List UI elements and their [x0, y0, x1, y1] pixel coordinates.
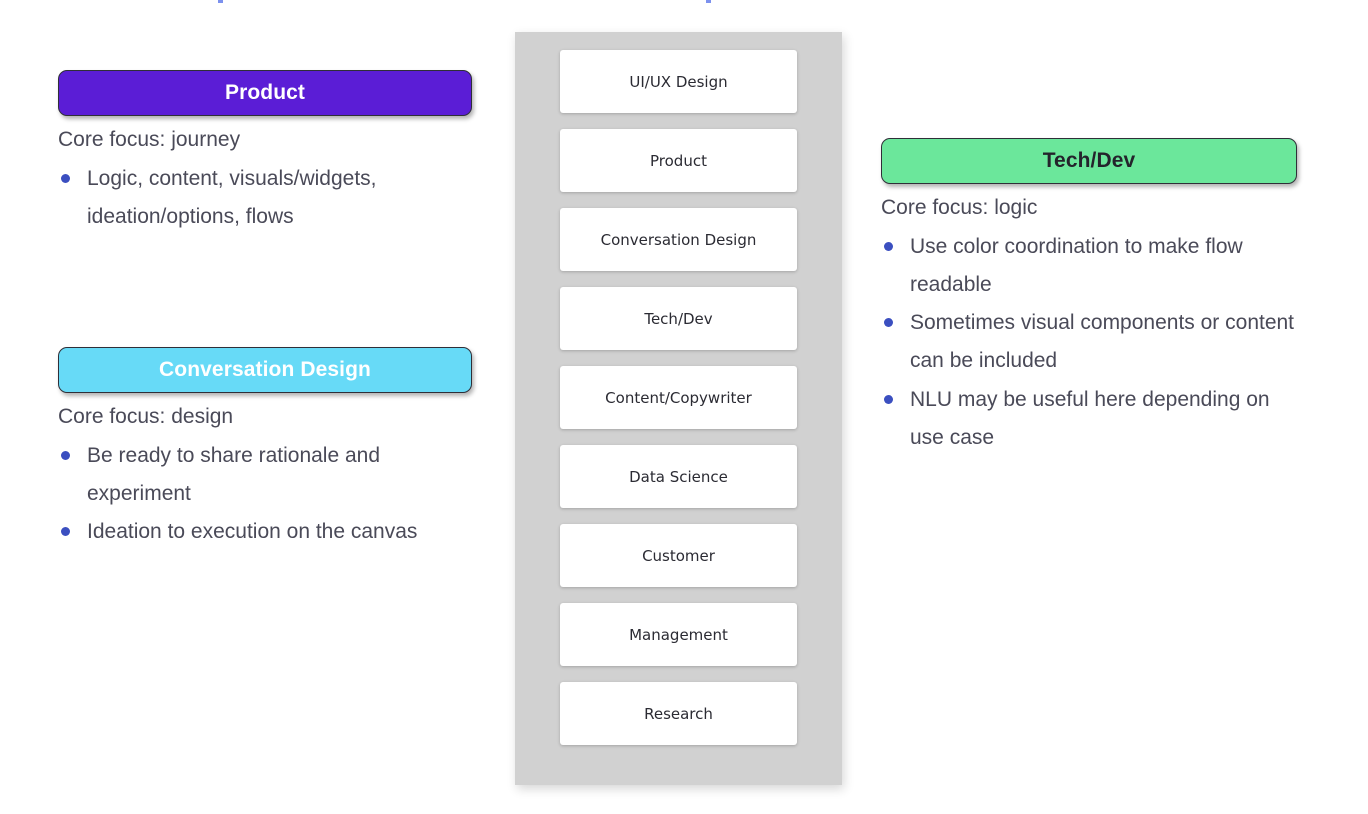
role-card-label: Management: [629, 625, 728, 644]
role-card-customer[interactable]: Customer: [560, 524, 797, 587]
role-card-label: UI/UX Design: [629, 72, 728, 91]
bullet-dot-icon: [61, 450, 70, 460]
bullet-dot-icon: [884, 318, 893, 328]
panel-product-title[interactable]: Product: [58, 70, 472, 116]
panel-tech-dev-title[interactable]: Tech/Dev: [881, 138, 1297, 184]
role-card-label: Customer: [642, 546, 715, 565]
panel-conversation-design: Conversation Design Core focus: design B…: [58, 347, 472, 551]
remnant-mark-left: [218, 0, 223, 3]
list-item-label: Ideation to execution on the canvas: [87, 520, 418, 544]
panel-tech-dev-bullet-list: Use color coordination to make flow read…: [881, 228, 1297, 457]
panel-product-bullet-list: Logic, content, visuals/widgets, ideatio…: [58, 160, 472, 236]
role-card-label: Tech/Dev: [644, 309, 713, 328]
panel-conversation-design-core-focus: Core focus: design: [58, 405, 234, 428]
list-item-label: Logic, content, visuals/widgets, ideatio…: [87, 166, 377, 228]
role-card-label: Data Science: [629, 467, 728, 486]
list-item: Be ready to share rationale and experime…: [58, 437, 472, 513]
role-card-ui-ux-design[interactable]: UI/UX Design: [560, 50, 797, 113]
role-card-content-copywriter[interactable]: Content/Copywriter: [560, 366, 797, 429]
panel-product-core-focus: Core focus: journey: [58, 128, 241, 151]
remnant-mark-right: [706, 0, 711, 3]
bullet-dot-icon: [884, 241, 893, 251]
roles-container: UI/UX Design Product Conversation Design…: [515, 32, 842, 785]
role-card-research[interactable]: Research: [560, 682, 797, 745]
role-card-label: Product: [650, 151, 707, 170]
role-card-data-science[interactable]: Data Science: [560, 445, 797, 508]
panel-conversation-design-title[interactable]: Conversation Design: [58, 347, 472, 393]
panel-conversation-design-bullet-list: Be ready to share rationale and experime…: [58, 437, 472, 552]
bullet-dot-icon: [61, 173, 70, 183]
list-item: Use color coordination to make flow read…: [881, 228, 1297, 304]
cut-off-element-remnant: [218, 0, 818, 3]
bullet-dot-icon: [884, 394, 893, 404]
role-card-tech-dev[interactable]: Tech/Dev: [560, 287, 797, 350]
list-item: Ideation to execution on the canvas: [58, 513, 472, 551]
list-item-label: Sometimes visual components or content c…: [910, 311, 1295, 373]
panel-product: Product Core focus: journey Logic, conte…: [58, 70, 472, 236]
panel-tech-dev: Tech/Dev Core focus: logic Use color coo…: [881, 138, 1297, 457]
list-item-label: NLU may be useful here depending on use …: [910, 387, 1270, 449]
role-card-label: Research: [644, 704, 713, 723]
list-item: NLU may be useful here depending on use …: [881, 381, 1297, 457]
role-card-conversation-design[interactable]: Conversation Design: [560, 208, 797, 271]
role-card-label: Content/Copywriter: [605, 388, 752, 407]
list-item-label: Be ready to share rationale and experime…: [87, 443, 381, 505]
role-card-product[interactable]: Product: [560, 129, 797, 192]
panel-tech-dev-core-focus: Core focus: logic: [881, 196, 1038, 219]
list-item-label: Use color coordination to make flow read…: [910, 234, 1243, 296]
list-item: Sometimes visual components or content c…: [881, 304, 1297, 380]
role-card-management[interactable]: Management: [560, 603, 797, 666]
bullet-dot-icon: [61, 527, 70, 537]
list-item: Logic, content, visuals/widgets, ideatio…: [58, 160, 472, 236]
role-card-label: Conversation Design: [600, 230, 757, 249]
